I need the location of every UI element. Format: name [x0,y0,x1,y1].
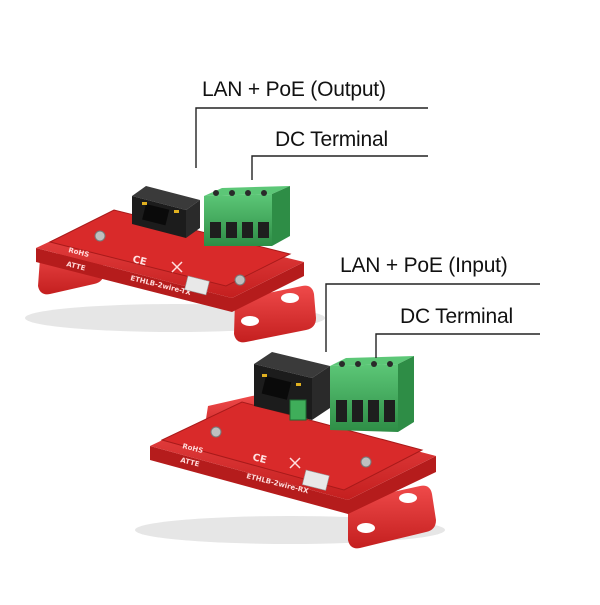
bottom-dc-leader [375,333,540,358]
top-weee-icon [171,261,183,273]
bottom-lan-leader [325,283,540,352]
top-dc-terminal [204,194,272,246]
bottom-lan-poe-input-label: LAN + PoE (Input) [340,254,508,277]
bottom-board: RoHS ATTE ETHLB-2wire-RX CE [135,352,445,549]
top-lan-poe-output-label: LAN + PoE (Output) [202,78,386,101]
top-screw-2 [234,274,246,286]
bottom-ce-mark: CE [251,452,268,466]
top-pcb [48,209,292,287]
top-screw-1 [94,230,106,242]
top-ce-mark: CE [131,254,148,268]
bottom-pcb [160,401,424,491]
bottom-dc-terminal-label: DC Terminal [400,305,513,328]
top-mount-hole-right [281,293,299,303]
callout-lines [195,107,540,358]
top-qr-sticker [184,275,210,296]
top-board: RoHS ATTE ETHLB-2wire-TX CE [25,186,325,343]
bottom-qr-sticker [302,469,330,491]
bottom-jumper [289,399,307,421]
top-dc-leader [251,155,428,180]
top-mount-hole-right-2 [241,316,259,326]
top-lan-leader [195,107,428,168]
top-dc-terminal-label: DC Terminal [275,128,388,151]
